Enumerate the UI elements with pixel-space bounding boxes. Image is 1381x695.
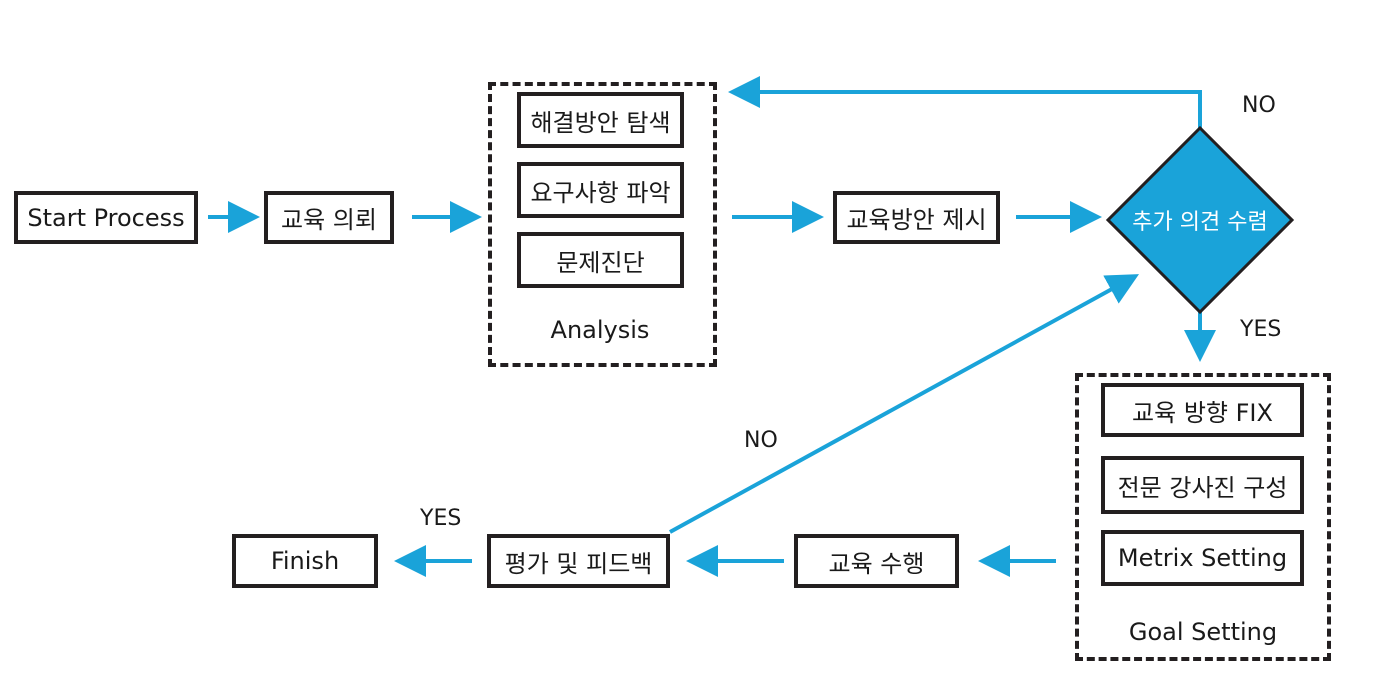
arrow-decision-no-loop [728, 76, 1202, 128]
evaluation-no-label: NO [744, 428, 778, 453]
execution-node: 교육 수행 [794, 534, 959, 588]
decision-diamond [1105, 125, 1295, 315]
goal-setting-group-label: Goal Setting [1128, 618, 1278, 646]
diagnosis-node: 문제진단 [517, 232, 684, 288]
finish-node: Finish [232, 534, 378, 588]
evaluation-yes-label: YES [420, 506, 462, 531]
analysis-group-label: Analysis [550, 316, 650, 344]
decision-yes-label: YES [1240, 317, 1282, 342]
instructors-node: 전문 강사진 구성 [1101, 456, 1304, 514]
solution-search-node: 해결방안 탐색 [517, 92, 684, 148]
decision-no-label: NO [1242, 93, 1276, 118]
request-node: 교육 의뢰 [264, 191, 394, 244]
arrow-evaluation-no-to-decision [669, 274, 1140, 534]
start-process-node: Start Process [14, 191, 198, 244]
evaluation-node: 평가 및 피드백 [487, 534, 670, 588]
metrix-setting-node: Metrix Setting [1101, 530, 1304, 586]
proposal-node: 교육방안 제시 [833, 191, 1000, 244]
analysis-group [488, 82, 717, 367]
decision-label: 추가 의견 수렴 [1132, 210, 1268, 235]
direction-fix-node: 교육 방향 FIX [1101, 383, 1304, 437]
goal-setting-group [1075, 373, 1331, 661]
requirements-node: 요구사항 파악 [517, 162, 684, 218]
